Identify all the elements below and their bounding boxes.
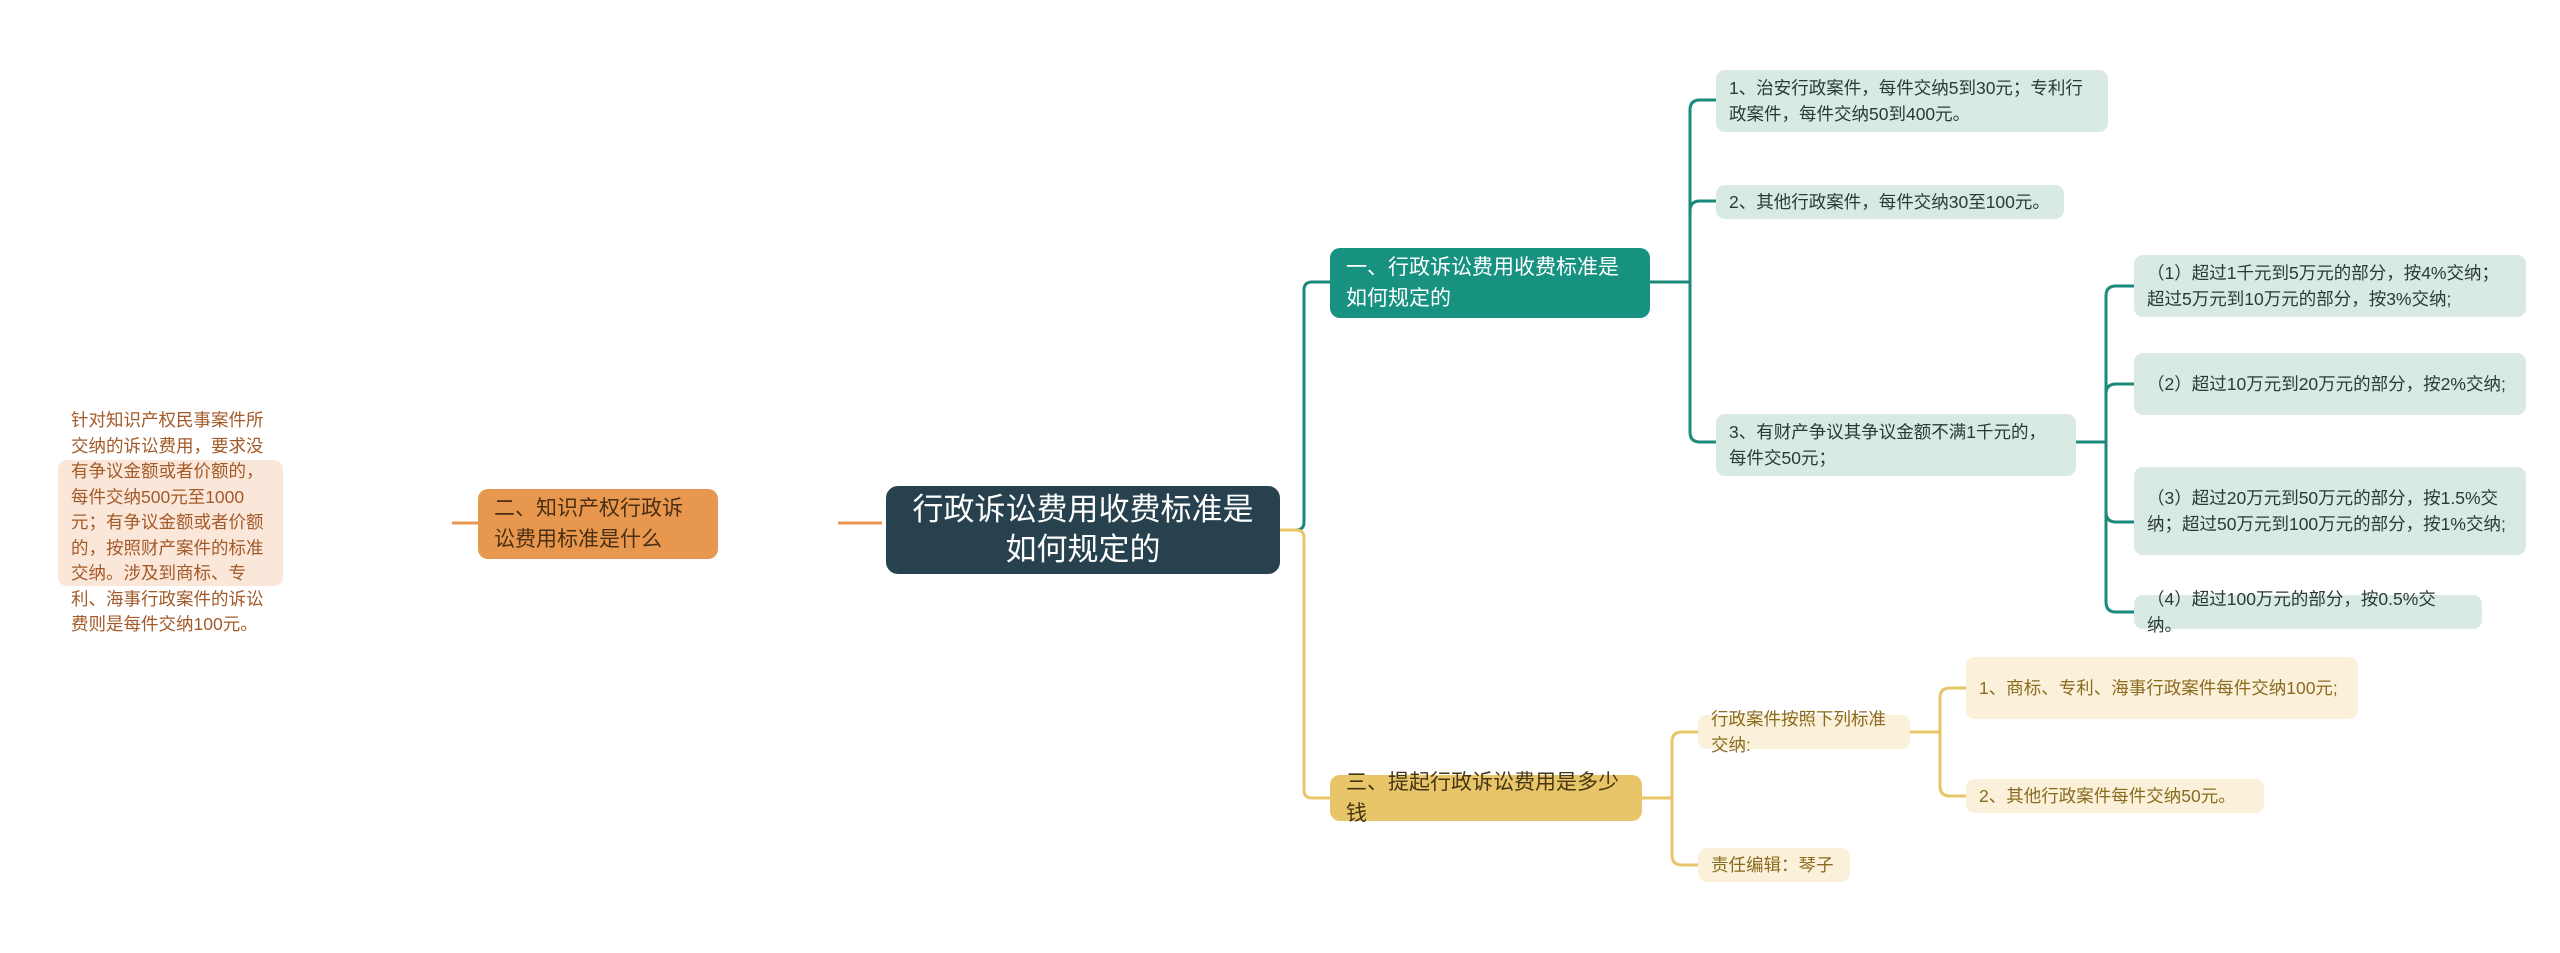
link-b3c1-g1 <box>1938 686 1966 732</box>
branch-3-child-1[interactable]: 行政案件按照下列标准交纳: <box>1698 709 1910 755</box>
branch-1-child-3-item-3-label: （3）超过20万元到50万元的部分，按1.5%交纳；超过50万元到100万元的部… <box>2147 488 2506 534</box>
branch-node-3-label: 三、提起行政诉讼费用是多少钱 <box>1346 771 1619 825</box>
branch-1-child-3-item-1[interactable]: （1）超过1千元到5万元的部分，按4%交纳；超过5万元到10万元的部分，按3%交… <box>2134 255 2526 317</box>
branch-3-child-1-item-1-label: 1、商标、专利、海事行政案件每件交纳100元; <box>1979 678 2338 698</box>
branch-1-child-3[interactable]: 3、有财产争议其争议金额不满1千元的，每件交50元； <box>1716 414 2076 476</box>
link-b1c3-g3 <box>2104 442 2134 524</box>
branch-1-child-2[interactable]: 2、其他行政案件，每件交纳30至100元。 <box>1716 185 2064 219</box>
link-b1-c2 <box>1688 199 1716 282</box>
branch-1-child-3-label: 3、有财产争议其争议金额不满1千元的，每件交50元； <box>1729 422 2046 468</box>
branch-2-leaf-1-label: 针对知识产权民事案件所交纳的诉讼费用，要求没有争议金额或者价额的，每件交纳500… <box>71 410 264 635</box>
branch-1-child-3-item-3[interactable]: （3）超过20万元到50万元的部分，按1.5%交纳；超过50万元到100万元的部… <box>2134 467 2526 555</box>
branch-1-child-3-item-2-label: （2）超过10万元到20万元的部分，按2%交纳; <box>2147 374 2506 394</box>
branch-node-3[interactable]: 三、提起行政诉讼费用是多少钱 <box>1330 771 1642 825</box>
link-root-to-b3 <box>1280 528 1330 800</box>
branch-node-2[interactable]: 二、知识产权行政诉讼费用标准是什么 <box>478 489 718 559</box>
link-b1c3-g4 <box>2104 442 2134 614</box>
branch-3-child-1-item-2-label: 2、其他行政案件每件交纳50元。 <box>1979 786 2236 806</box>
branch-node-2-label: 二、知识产权行政诉讼费用标准是什么 <box>494 497 683 551</box>
branch-3-child-2[interactable]: 责任编辑：琴子 <box>1698 848 1850 882</box>
link-b3-c2 <box>1670 798 1698 867</box>
branch-node-1-label: 一、行政诉讼费用收费标准是如何规定的 <box>1346 256 1619 310</box>
branch-node-1[interactable]: 一、行政诉讼费用收费标准是如何规定的 <box>1330 248 1650 318</box>
link-b1c3-g1 <box>2104 284 2134 442</box>
root-node-label: 行政诉讼费用收费标准是如何规定的 <box>912 492 1254 567</box>
root-node[interactable]: 行政诉讼费用收费标准是如何规定的 <box>886 486 1280 574</box>
branch-1-child-1[interactable]: 1、治安行政案件，每件交纳5到30元；专利行政案件，每件交纳50到400元。 <box>1716 70 2108 132</box>
link-b3c1-g2 <box>1938 732 1966 798</box>
branch-1-child-3-item-4[interactable]: （4）超过100万元的部分，按0.5%交纳。 <box>2134 589 2482 635</box>
link-b1-c3 <box>1688 282 1716 444</box>
branch-1-child-3-item-4-label: （4）超过100万元的部分，按0.5%交纳。 <box>2147 589 2436 635</box>
branch-1-child-2-label: 2、其他行政案件，每件交纳30至100元。 <box>1729 192 2050 212</box>
branch-3-child-1-item-1[interactable]: 1、商标、专利、海事行政案件每件交纳100元; <box>1966 657 2358 719</box>
branch-1-child-3-item-2[interactable]: （2）超过10万元到20万元的部分，按2%交纳; <box>2134 353 2526 415</box>
link-root-to-b1 <box>1280 280 1330 532</box>
link-b1-c1 <box>1688 98 1716 282</box>
branch-2-leaf-1[interactable]: 针对知识产权民事案件所交纳的诉讼费用，要求没有争议金额或者价额的，每件交纳500… <box>58 410 283 634</box>
link-b1c3-g2 <box>2104 382 2134 442</box>
branch-1-child-1-label: 1、治安行政案件，每件交纳5到30元；专利行政案件，每件交纳50到400元。 <box>1729 78 2083 124</box>
branch-3-child-1-label: 行政案件按照下列标准交纳: <box>1711 709 1886 755</box>
link-b3-c1 <box>1670 730 1698 798</box>
branch-3-child-2-label: 责任编辑：琴子 <box>1711 855 1834 875</box>
branch-3-child-1-item-2[interactable]: 2、其他行政案件每件交纳50元。 <box>1966 779 2264 813</box>
branch-1-child-3-item-1-label: （1）超过1千元到5万元的部分，按4%交纳；超过5万元到10万元的部分，按3%交… <box>2147 263 2499 309</box>
